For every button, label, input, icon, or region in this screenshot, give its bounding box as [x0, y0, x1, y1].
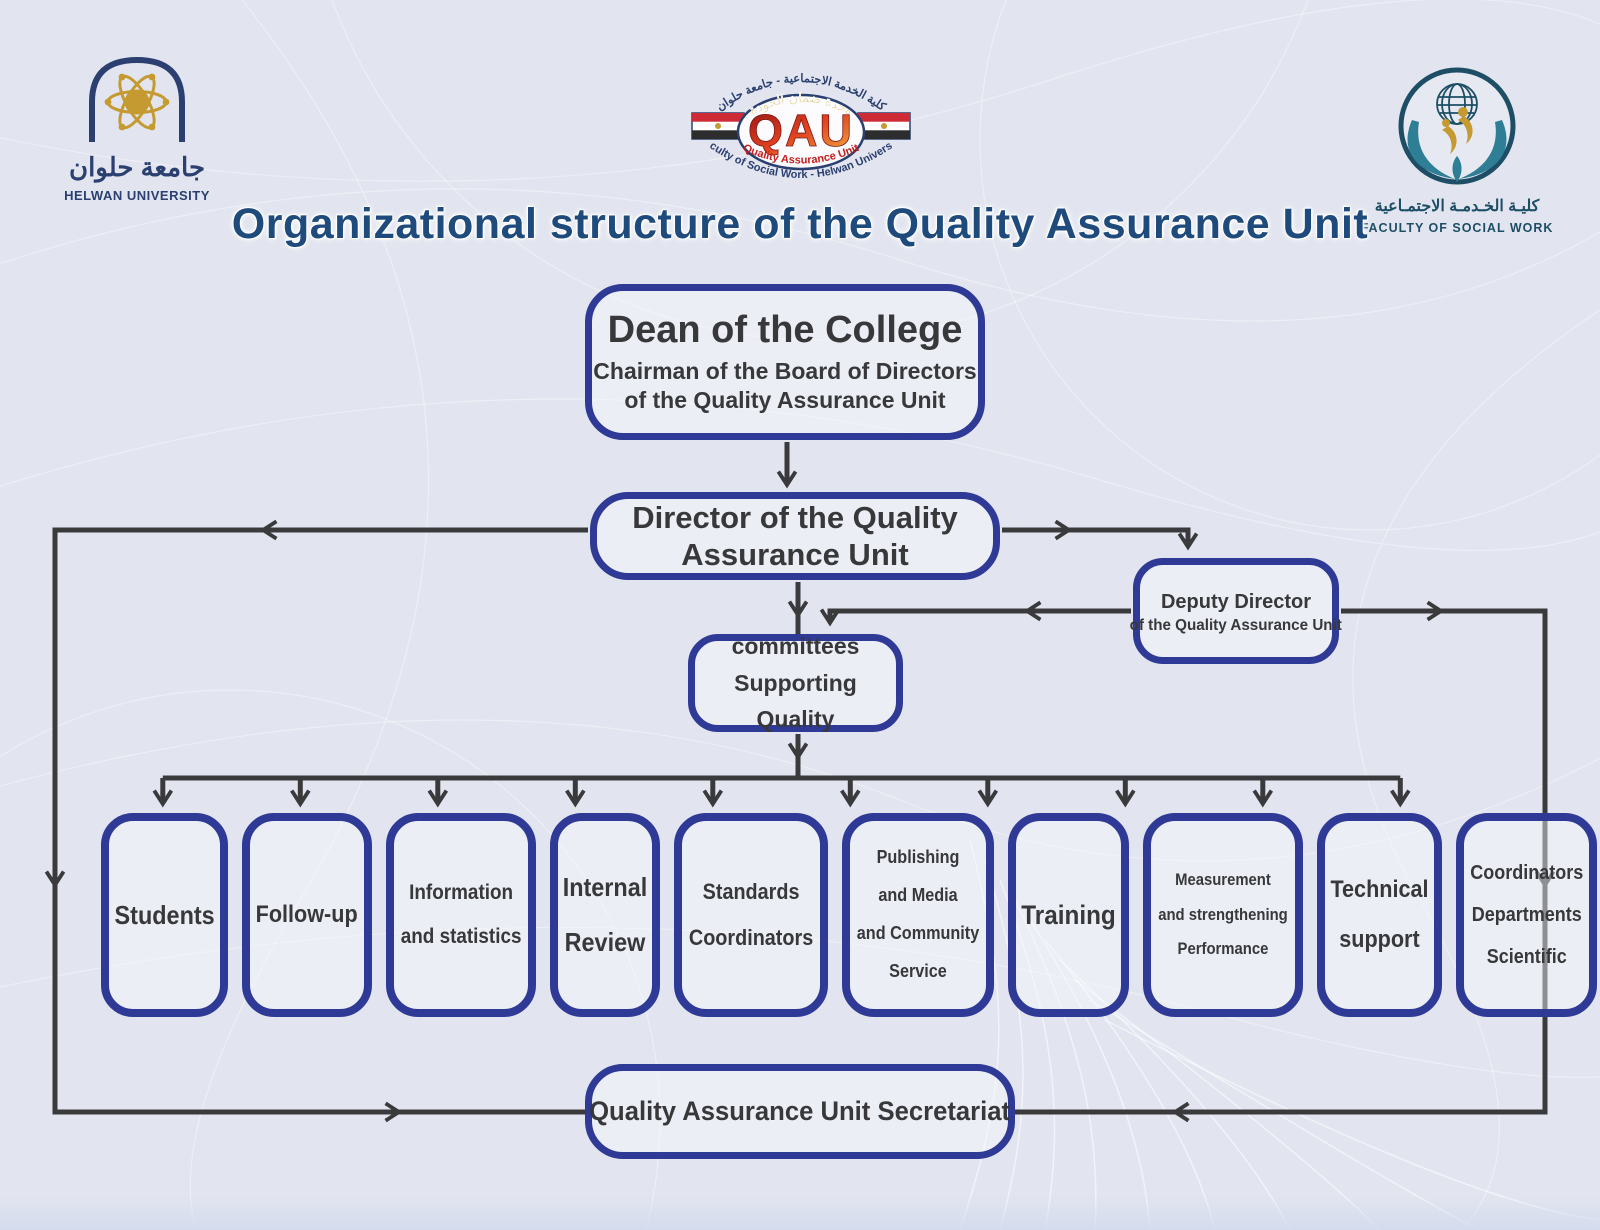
node-committees: committees Supporting Quality	[688, 633, 903, 732]
committee-label-line: and statistics	[400, 925, 522, 948]
page-title: Organizational structure of the Quality …	[231, 200, 1369, 248]
committee-label-line: Follow-up	[255, 900, 358, 928]
qau-oval	[736, 93, 866, 171]
dean-title: Dean of the College	[607, 309, 963, 352]
director-line1: Director of the Quality	[632, 499, 958, 535]
arch-icon	[89, 56, 185, 142]
social-work-english: FACULTY OF SOCIAL WORK	[1361, 221, 1554, 235]
committee-label-line: Measurement	[1174, 871, 1271, 890]
committee-box-publishing-media: Publishing and Media and Community Servi…	[841, 813, 994, 1017]
deputy-line1: Deputy Director	[1160, 591, 1312, 613]
committee-label-line: Standards	[702, 878, 800, 904]
dean-subtitle-line2: of the Quality Assurance Unit	[624, 386, 946, 413]
dean-subtitle: Chairman of the Board of Directors of th…	[593, 357, 976, 415]
committee-label-line: Coordinators	[688, 925, 813, 950]
committee-label-line: Performance	[1177, 940, 1269, 959]
globe-icon	[1436, 83, 1478, 125]
committee-label-line: Training	[1021, 899, 1116, 930]
committee-label-line: Information	[408, 880, 513, 904]
committee-label-line: Internal	[562, 872, 647, 903]
figures-icon	[1442, 107, 1473, 154]
committee-label-line: Publishing	[876, 847, 960, 868]
director-line2: Assurance Unit	[681, 537, 909, 572]
committee-label-line: Technical	[1330, 875, 1429, 903]
committee-label-line: and Community	[856, 923, 980, 943]
committee-box-information-statistics: Information and statistics	[385, 813, 536, 1017]
committee-label-line: Departments	[1471, 904, 1582, 926]
social-work-arabic: كليـة الخـدمـة الاجتمـاعية	[1375, 198, 1540, 215]
deputy-line2: of the Quality Assurance Unit	[1129, 617, 1343, 634]
committee-box-training: Training	[1007, 813, 1129, 1017]
committee-box-technical-support: Technical support	[1316, 813, 1442, 1017]
node-deputy-director: Deputy Director of the Quality Assurance…	[1129, 558, 1343, 664]
qau-logo: كلية الخدمة الاجتماعية - جامعة حلوان وحد…	[686, 56, 911, 181]
egypt-flag-left-icon	[691, 112, 745, 140]
faculty-social-work-logo: كليـة الخـدمـة الاجتمـاعية FACULTY OF SO…	[1361, 67, 1554, 235]
dean-subtitle-line1: Chairman of the Board of Directors	[593, 358, 977, 385]
committees-line2: Supporting Quality	[734, 669, 857, 733]
committee-box-students: Students	[101, 813, 229, 1017]
helwan-arabic-name: جامعة حلوان	[69, 152, 205, 183]
secretariat-label: Quality Assurance Unit Secretariat	[589, 1096, 1011, 1126]
committee-label-line: Service	[888, 960, 947, 981]
committee-label-line: Review	[564, 927, 646, 957]
committee-box-measurement: Measurement and strengthening Performanc…	[1142, 813, 1303, 1017]
qau-acronym: QAU	[748, 105, 854, 156]
hands-icon	[1407, 120, 1507, 182]
committee-label-line: Students	[114, 899, 215, 930]
committee-label-line: and Media	[878, 885, 958, 906]
node-secretariat: Quality Assurance Unit Secretariat	[585, 1064, 1015, 1159]
committee-box-coordinators-departments: Coordinators Departments Scientific	[1455, 813, 1598, 1017]
committee-label-line: Scientific	[1486, 946, 1567, 968]
node-dean: Dean of the College Chairman of the Boar…	[585, 284, 985, 440]
bottom-band	[0, 1196, 1600, 1230]
committee-row: Students Follow-up Information and stati…	[101, 813, 1598, 1017]
helwan-english-name: HELWAN UNIVERSITY	[64, 188, 210, 203]
atom-icon	[104, 73, 170, 131]
committees-line1: committees	[731, 632, 860, 659]
committee-box-internal-review: Internal Review	[549, 813, 660, 1017]
committee-box-follow-up: Follow-up	[242, 813, 372, 1017]
egypt-flag-right-icon	[857, 112, 911, 140]
committee-box-standards-coordinators: Standards Coordinators	[673, 813, 828, 1017]
committee-label-line: and strengthening	[1158, 905, 1288, 924]
helwan-university-logo: جامعة حلوان HELWAN UNIVERSITY	[64, 56, 210, 203]
committee-label-line: support	[1339, 926, 1420, 953]
node-director: Director of the Quality Assurance Unit	[590, 492, 1000, 580]
committee-label-line: Coordinators	[1469, 862, 1583, 884]
